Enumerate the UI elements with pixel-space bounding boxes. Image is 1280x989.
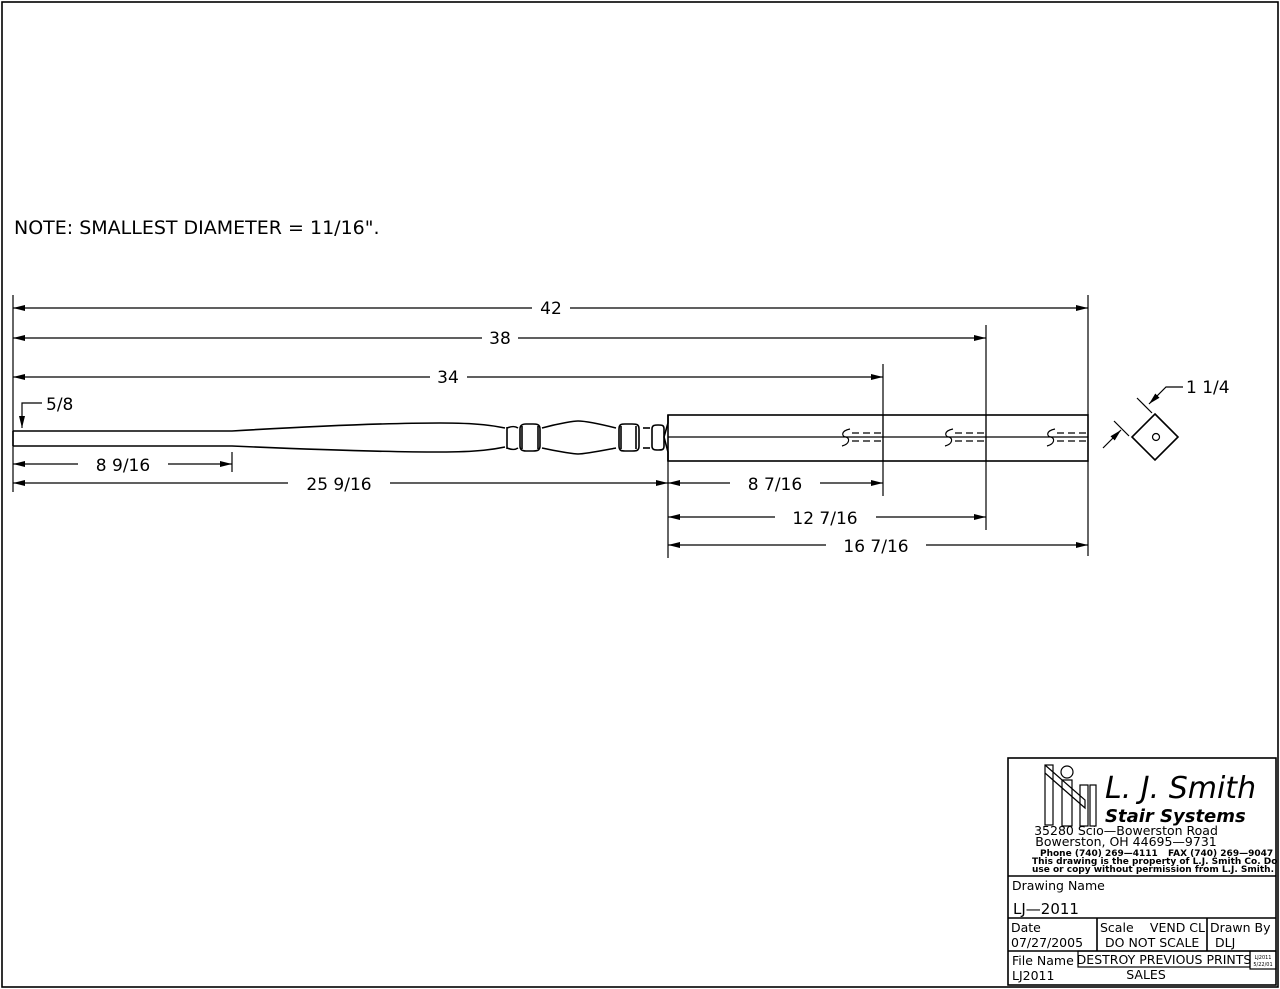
svg-text:File Name: File Name bbox=[1012, 953, 1074, 968]
dimension-38: 38 bbox=[13, 329, 986, 349]
baluster-profile bbox=[12, 415, 669, 461]
dimension-16-7-16: 16 7/16 bbox=[668, 537, 1088, 557]
svg-text:Scale: Scale bbox=[1100, 920, 1134, 935]
svg-text:FAX (740) 269—9047: FAX (740) 269—9047 bbox=[1168, 849, 1273, 859]
svg-text:1 1/4: 1 1/4 bbox=[1186, 378, 1230, 398]
note-text: NOTE: SMALLEST DIAMETER = 11/16". bbox=[14, 217, 380, 239]
svg-text:Drawn By: Drawn By bbox=[1210, 920, 1271, 935]
svg-text:12 7/16: 12 7/16 bbox=[792, 509, 857, 529]
title-block: L. J. Smith Stair Systems 35280 Scio—Bow… bbox=[1007, 757, 1280, 986]
svg-text:42: 42 bbox=[540, 299, 562, 319]
dimension-8-9-16: 8 9/16 bbox=[13, 456, 232, 476]
svg-text:38: 38 bbox=[489, 329, 511, 349]
svg-text:35280 Scio—Bowerston Road: 35280 Scio—Bowerston Road bbox=[1034, 823, 1218, 838]
svg-text:Stair Systems: Stair Systems bbox=[1105, 806, 1246, 827]
square-section bbox=[667, 414, 1089, 462]
svg-text:8 7/16: 8 7/16 bbox=[748, 475, 802, 495]
square-end-view: 1 1/4 bbox=[1102, 378, 1230, 462]
svg-text:use or copy without permission: use or copy without permission from L.J.… bbox=[1032, 865, 1274, 875]
svg-text:Bowerston, OH 44695—9731: Bowerston, OH 44695—9731 bbox=[1035, 834, 1217, 849]
svg-text:LJ2011: LJ2011 bbox=[1012, 968, 1054, 983]
dimension-12-7-16: 12 7/16 bbox=[668, 509, 986, 529]
dimension-42: 42 bbox=[13, 299, 1088, 319]
dimension-34: 34 bbox=[13, 368, 883, 388]
svg-text:25 9/16: 25 9/16 bbox=[306, 475, 371, 495]
svg-text:VEND CL: VEND CL bbox=[1150, 920, 1205, 935]
svg-text:LJ—2011: LJ—2011 bbox=[1013, 900, 1079, 918]
svg-text:DO NOT SCALE: DO NOT SCALE bbox=[1105, 935, 1199, 950]
svg-text:SALES: SALES bbox=[1126, 967, 1166, 982]
svg-text:LJ2011: LJ2011 bbox=[1255, 955, 1272, 961]
dimension-25-9-16: 25 9/16 bbox=[13, 475, 668, 495]
svg-text:34: 34 bbox=[437, 368, 459, 388]
svg-text:Date: Date bbox=[1011, 920, 1041, 935]
svg-text:16 7/16: 16 7/16 bbox=[843, 537, 908, 557]
svg-text:5/22/01: 5/22/01 bbox=[1253, 962, 1272, 968]
svg-text:DESTROY PREVIOUS PRINTS: DESTROY PREVIOUS PRINTS bbox=[1077, 952, 1252, 967]
svg-text:DLJ: DLJ bbox=[1215, 935, 1235, 950]
svg-text:Phone (740) 269—4111: Phone (740) 269—4111 bbox=[1040, 849, 1158, 859]
svg-text:07/27/2005: 07/27/2005 bbox=[1011, 935, 1083, 950]
svg-text:L. J. Smith: L. J. Smith bbox=[1105, 771, 1256, 806]
company-logo bbox=[1044, 764, 1097, 827]
svg-text:This drawing is the property o: This drawing is the property of L.J. Smi… bbox=[1032, 857, 1280, 867]
svg-text:Drawing Name: Drawing Name bbox=[1012, 878, 1105, 893]
dimension-5-8: 5/8 bbox=[19, 395, 73, 428]
svg-text:5/8: 5/8 bbox=[46, 395, 73, 415]
dimension-8-7-16: 8 7/16 bbox=[668, 475, 883, 495]
extension-lines bbox=[12, 295, 1089, 558]
break-symbols bbox=[841, 428, 1088, 447]
svg-text:8 9/16: 8 9/16 bbox=[96, 456, 150, 476]
